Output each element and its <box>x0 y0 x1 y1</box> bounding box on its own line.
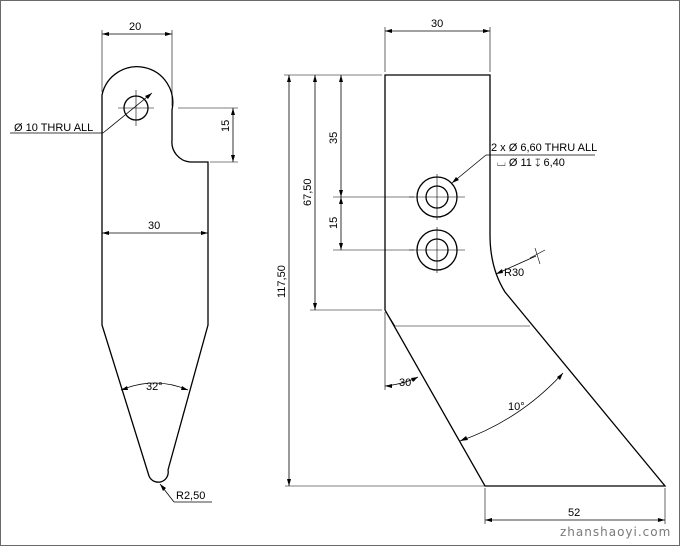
left-dim-20: 20 <box>129 21 141 33</box>
left-dim-30: 30 <box>148 220 160 232</box>
right-part-view: 30 35 15 67,50 117,50 2 x Ø 6,60 THRU AL… <box>276 18 667 524</box>
watermark: zhanshaoyi.com <box>560 525 671 539</box>
right-hole-callout-line1: 2 x Ø 6,60 THRU ALL <box>491 142 597 154</box>
right-dim-35: 35 <box>328 132 340 144</box>
left-dim-15: 15 <box>220 120 232 132</box>
right-dim-117: 117,50 <box>276 265 288 298</box>
right-inner-line <box>384 309 396 327</box>
right-dim-radius: R30 <box>504 267 524 279</box>
right-dim-30: 30 <box>431 18 443 30</box>
right-hole-callout-line2: ⌴ Ø 11 ↧ 6,40 <box>497 157 565 169</box>
right-dim-15: 15 <box>328 217 340 229</box>
right-dim-52: 52 <box>568 507 580 519</box>
left-part-view: 20 Ø 10 THRU ALL 15 30 32° R2,50 <box>10 21 238 503</box>
right-dim-angle-30: 30° <box>399 377 416 389</box>
left-dim-hole: Ø 10 THRU ALL <box>14 122 93 134</box>
left-dim-angle: 32° <box>146 381 163 393</box>
right-dim-angle-10: 10° <box>508 401 525 413</box>
right-dim-67: 67,50 <box>302 178 314 206</box>
left-part-outline <box>101 66 209 483</box>
left-dim-tip-radius: R2,50 <box>176 490 205 502</box>
right-part-outline <box>384 74 667 487</box>
